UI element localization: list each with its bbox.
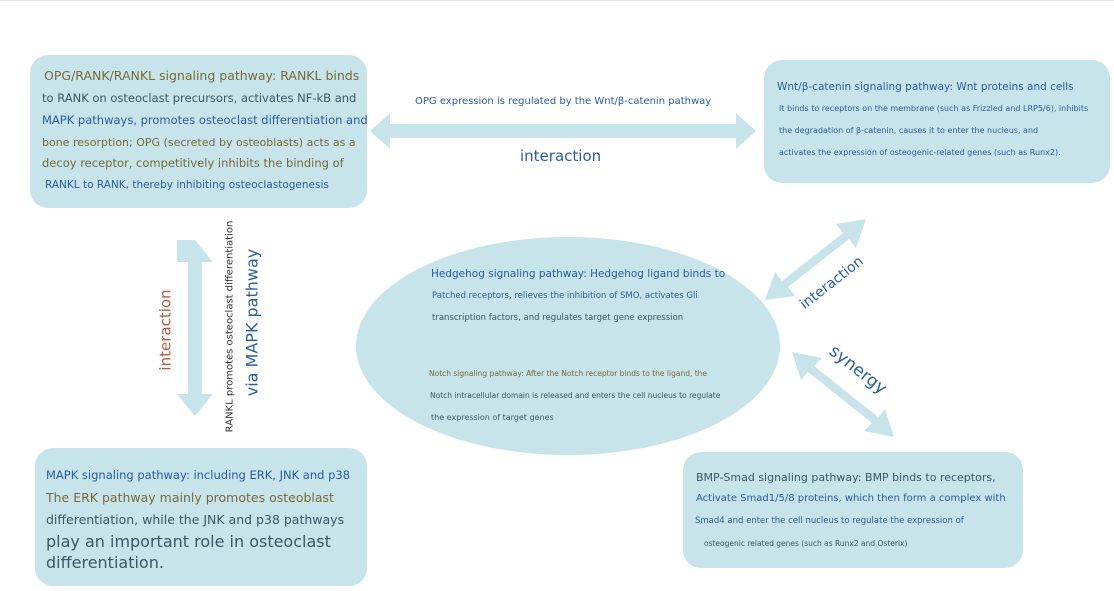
opg-mapk-interaction-label: interaction — [156, 289, 175, 371]
opg-rank-rankl-box: OPG/RANK/RANKL signaling pathway: RANKL … — [30, 55, 368, 208]
double-arrow-center-bmp — [792, 352, 894, 437]
bmp-line-1: BMP-Smad signaling pathway: BMP binds to… — [696, 471, 996, 484]
top-divider — [0, 0, 1114, 1]
mapk-line-3: differentiation, while the JNK and p38 p… — [46, 512, 345, 527]
via-mapk-label: via MAPK pathway — [242, 248, 262, 396]
opg-line-4: bone resorption; OPG (secreted by osteob… — [42, 136, 356, 149]
opg-line-2: to RANK on osteoclast precursors, activa… — [42, 91, 357, 105]
double-arrow-opg-mapk — [177, 240, 213, 416]
mapk-line-5: differentiation. — [46, 553, 164, 572]
wnt-beta-catenin-box: Wnt/β-catenin signaling pathway: Wnt pro… — [764, 60, 1110, 183]
opg-line-3: MAPK pathways, promotes osteoclast diffe… — [42, 113, 368, 127]
mapk-line-2: The ERK pathway mainly promotes osteobla… — [46, 490, 334, 505]
double-arrow-opg-wnt — [370, 113, 756, 149]
bmp-line-3: Smad4 and enter the cell nucleus to regu… — [695, 516, 964, 526]
mapk-box: MAPK signaling pathway: including ERK, J… — [35, 448, 367, 586]
opg-line-5: decoy receptor, competitively inhibits t… — [42, 156, 344, 170]
wnt-title: Wnt/β-catenin signaling pathway: Wnt pro… — [777, 81, 1074, 93]
bmp-line-4: osteogenic related genes (such as Runx2 … — [704, 539, 908, 548]
opg-line-1: OPG/RANK/RANKL signaling pathway: RANKL … — [44, 68, 360, 83]
notch-line-2: Notch intracellular domain is released a… — [430, 391, 721, 400]
hedgehog-line-1: Hedgehog signaling pathway: Hedgehog lig… — [431, 268, 726, 280]
mapk-line-1: MAPK signaling pathway: including ERK, J… — [46, 468, 351, 482]
opg-wnt-note: OPG expression is regulated by the Wnt/β… — [415, 96, 712, 107]
rankl-note-label: RANKL promotes osteoclast differentiatio… — [224, 220, 236, 432]
wnt-line-2: the degradation of β-catenin, causes it … — [779, 126, 1039, 135]
notch-line-1: Notch signaling pathway: After the Notch… — [429, 369, 708, 378]
hedgehog-line-3: transcription factors, and regulates tar… — [432, 313, 684, 323]
opg-wnt-interaction-label: interaction — [520, 147, 602, 165]
double-arrow-wnt-center — [765, 219, 866, 300]
hedgehog-line-2: Patched receptors, relieves the inhibiti… — [432, 291, 698, 301]
bmp-smad-box: BMP-Smad signaling pathway: BMP binds to… — [683, 452, 1023, 568]
notch-line-3: the expression of target genes — [431, 413, 554, 422]
bmp-line-2: Activate Smad1/5/8 proteins, which then … — [696, 493, 1006, 504]
hedgehog-notch-ellipse: Hedgehog signaling pathway: Hedgehog lig… — [356, 237, 780, 455]
mapk-line-4: play an important role in osteoclast — [46, 532, 331, 551]
opg-line-6: RANKL to RANK, thereby inhibiting osteoc… — [45, 179, 329, 191]
wnt-line-3: activates the expression of osteogenic-r… — [779, 148, 1061, 157]
wnt-line-1: It binds to receptors on the membrane (s… — [779, 104, 1089, 113]
